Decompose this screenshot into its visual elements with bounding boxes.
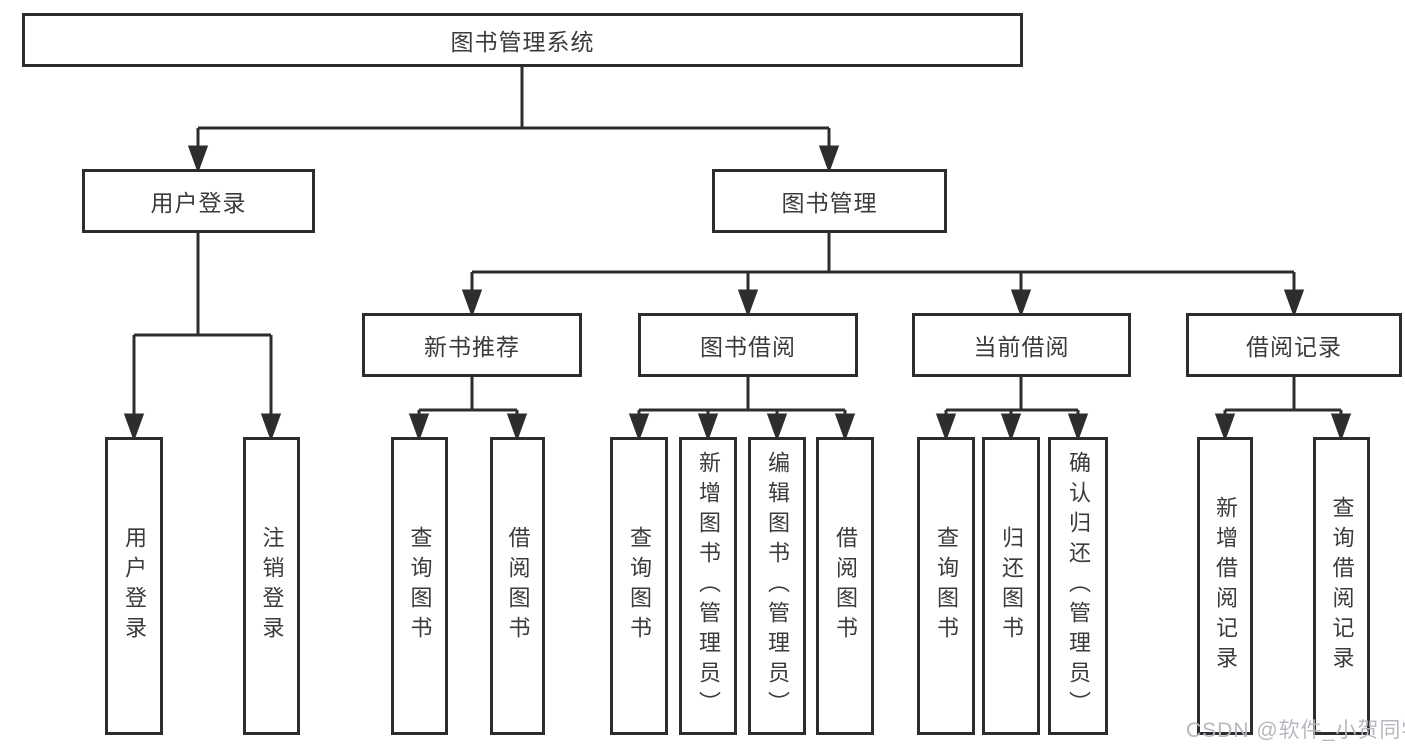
node-root-label: 图书管理系统 <box>450 29 595 55</box>
node-current-borrow-label: 当前借阅 <box>973 334 1070 360</box>
arrowhead <box>506 413 528 442</box>
arrowhead <box>123 413 145 442</box>
leaf-logout: 注销登录 <box>243 437 300 735</box>
arrowhead <box>834 413 856 442</box>
leaf-br-add-record-label: 新增借阅记录 <box>1213 496 1238 676</box>
leaf-nbr-query-books-label: 查询图书 <box>407 526 433 646</box>
leaf-cb-query-books: 查询图书 <box>917 437 975 735</box>
node-current-borrow: 当前借阅 <box>912 313 1131 377</box>
node-root: 图书管理系统 <box>22 13 1023 67</box>
leaf-logout-label: 注销登录 <box>259 526 285 646</box>
node-new-book-rec-label: 新书推荐 <box>424 334 520 360</box>
arrowhead <box>818 145 840 174</box>
arrowhead <box>697 413 719 442</box>
connector-book-borrow <box>628 377 856 442</box>
node-book-mgmt-label: 图书管理 <box>781 190 878 216</box>
node-borrow-records-label: 借阅记录 <box>1246 334 1342 360</box>
leaf-nbr-borrow-books: 借阅图书 <box>490 437 545 735</box>
leaf-user-login: 用户登录 <box>105 437 163 735</box>
leaf-bb-query-books-label: 查询图书 <box>627 526 652 646</box>
node-book-borrow: 图书借阅 <box>638 313 858 377</box>
leaf-cb-query-books-label: 查询图书 <box>934 526 959 646</box>
leaf-bb-borrow-books: 借阅图书 <box>816 437 874 735</box>
arrowhead <box>1283 289 1305 318</box>
connector-root-to-level2 <box>187 67 840 174</box>
arrowhead <box>187 145 209 174</box>
leaf-br-query-record-label: 查询借阅记录 <box>1329 496 1355 676</box>
node-new-book-rec: 新书推荐 <box>362 313 582 377</box>
leaf-cb-return-books: 归还图书 <box>982 437 1040 735</box>
leaf-bb-query-books: 查询图书 <box>610 437 668 735</box>
arrowhead <box>628 413 650 442</box>
connector-borrow-records <box>1214 377 1352 442</box>
connector-user-login <box>123 233 282 442</box>
leaf-bb-edit-books-admin-label: 编辑图书（管理员） <box>765 451 790 721</box>
leaf-bb-add-books-admin-label: 新增图书（管理员） <box>696 451 721 721</box>
connector-new-book-rec <box>408 377 528 442</box>
leaf-cb-return-books-label: 归还图书 <box>999 526 1024 646</box>
node-book-mgmt: 图书管理 <box>712 169 947 233</box>
leaf-nbr-borrow-books-label: 借阅图书 <box>505 526 531 646</box>
arrowhead <box>1214 413 1236 442</box>
arrowhead <box>1330 413 1352 442</box>
arrowhead <box>935 413 957 442</box>
arrowhead <box>1000 413 1022 442</box>
arrowhead <box>260 413 282 442</box>
connector-current-borrow <box>935 377 1089 442</box>
watermark: CSDN @软件_小贺同学 <box>1186 719 1405 742</box>
leaf-bb-edit-books-admin: 编辑图书（管理员） <box>748 437 806 735</box>
leaf-cb-confirm-return-admin: 确认归还（管理员） <box>1048 437 1108 735</box>
leaf-user-login-label: 用户登录 <box>122 526 147 646</box>
arrowhead <box>1010 289 1032 318</box>
arrowhead <box>737 289 759 318</box>
leaf-cb-confirm-return-admin-label: 确认归还（管理员） <box>1066 451 1091 721</box>
arrowhead <box>1067 413 1089 442</box>
connector-book-mgmt <box>461 233 1305 318</box>
node-borrow-records: 借阅记录 <box>1186 313 1402 377</box>
leaf-bb-borrow-books-label: 借阅图书 <box>833 526 858 646</box>
arrowhead <box>408 413 430 442</box>
node-user-login-label: 用户登录 <box>150 190 247 216</box>
arrowhead <box>461 289 483 318</box>
leaf-br-add-record: 新增借阅记录 <box>1197 437 1253 735</box>
leaf-nbr-query-books: 查询图书 <box>391 437 448 735</box>
arrowhead <box>766 413 788 442</box>
node-user-login: 用户登录 <box>82 169 315 233</box>
leaf-bb-add-books-admin: 新增图书（管理员） <box>679 437 737 735</box>
leaf-br-query-record: 查询借阅记录 <box>1313 437 1370 735</box>
node-book-borrow-label: 图书借阅 <box>700 334 796 360</box>
